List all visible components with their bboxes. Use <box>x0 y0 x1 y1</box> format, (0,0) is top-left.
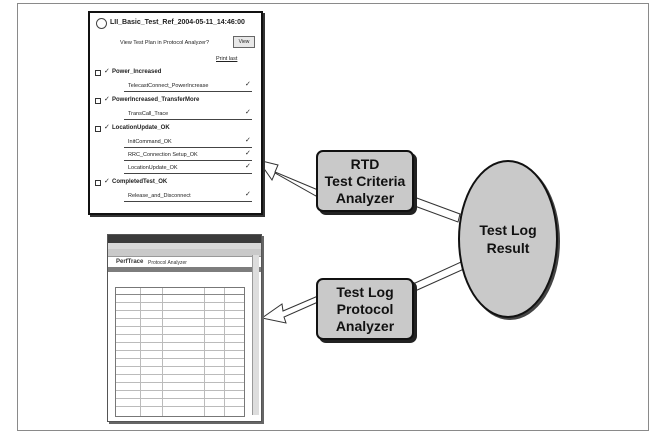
row-divider <box>116 294 244 295</box>
arrow-to-browser <box>260 295 319 324</box>
row-divider <box>116 350 244 351</box>
node-line: Analyzer <box>335 189 395 206</box>
divider <box>124 119 252 120</box>
menu-bar[interactable] <box>108 243 261 249</box>
test-item: InitCommand_OK <box>128 139 172 145</box>
checkbox[interactable] <box>95 126 101 132</box>
group-label: LocationUpdate_OK <box>112 125 170 131</box>
node-line: Result <box>486 240 530 256</box>
check-icon: ✓ <box>245 163 251 170</box>
group-label: PowerIncreased_TransferMore <box>112 97 200 103</box>
test-item: Release_and_Disconnect <box>128 193 191 199</box>
row-divider <box>116 398 244 399</box>
node-line: Protocol <box>336 300 394 317</box>
row-divider <box>116 310 244 311</box>
check-icon: ✓ <box>104 96 110 103</box>
group-label: Power_Increased <box>112 69 162 75</box>
row-divider <box>116 334 244 335</box>
column-divider <box>140 288 141 416</box>
checkbox[interactable] <box>95 70 101 76</box>
row-divider <box>116 374 244 375</box>
row-divider <box>116 366 244 367</box>
panel-title: LII_Basic_Test_Ref_2004-05-11_14:46:00 <box>110 19 245 26</box>
row-divider <box>116 326 244 327</box>
divider <box>124 160 252 161</box>
node-line: Analyzer <box>335 317 395 334</box>
column-divider <box>204 288 205 416</box>
test-item: TransCall_Trace <box>128 111 169 117</box>
check-icon: ✓ <box>245 191 251 198</box>
check-icon: ✓ <box>245 150 251 157</box>
test-criteria-analyzer-node: RTD Test Criteria Analyzer <box>316 150 414 212</box>
connector-protocol-to-result <box>412 261 465 292</box>
check-icon: ✓ <box>104 124 110 131</box>
vertical-scrollbar[interactable] <box>252 255 259 415</box>
check-icon: ✓ <box>104 178 110 185</box>
message-table <box>115 287 245 417</box>
divider <box>124 91 252 92</box>
divider <box>124 201 252 202</box>
row-divider <box>116 342 244 343</box>
row-divider <box>116 302 244 303</box>
app-title: Protocol Analyzer <box>148 260 187 266</box>
nav-bar[interactable] <box>108 267 261 272</box>
view-prompt: View Test Plan in Protocol Analyzer? <box>120 40 210 46</box>
test-item: LocationUpdate_OK <box>128 165 178 171</box>
app-icon <box>96 18 107 29</box>
protocol-analyzer-node: Test Log Protocol Analyzer <box>316 278 414 340</box>
test-log-result-node: Test Log Result <box>458 160 558 318</box>
row-divider <box>116 358 244 359</box>
node-line: Test Log <box>479 222 537 238</box>
group-label: CompletedTest_OK <box>112 179 168 185</box>
column-divider <box>224 288 225 416</box>
divider <box>124 147 252 148</box>
print-link[interactable]: Print last <box>216 56 238 62</box>
divider <box>124 173 252 174</box>
brand-logo: PerfTrace <box>116 259 144 265</box>
connector-criteria-to-result <box>411 196 461 223</box>
view-button[interactable]: View <box>233 36 255 48</box>
criteria-results-panel: LII_Basic_Test_Ref_2004-05-11_14:46:00 V… <box>88 11 263 215</box>
test-item: TelecastConnect_PowerIncrease <box>128 83 209 89</box>
node-line: RTD <box>350 155 380 172</box>
row-divider <box>116 406 244 407</box>
row-divider <box>116 390 244 391</box>
check-icon: ✓ <box>245 137 251 144</box>
node-line: Test Log <box>336 283 394 300</box>
check-icon: ✓ <box>104 68 110 75</box>
node-line: Test Criteria <box>324 172 406 189</box>
window-titlebar <box>108 235 261 243</box>
arrow-to-criteria-panel <box>256 159 319 197</box>
check-icon: ✓ <box>245 109 251 116</box>
test-item: RRC_Connection Setup_OK <box>128 152 198 158</box>
protocol-analyzer-window: PerfTrace Protocol Analyzer <box>107 234 262 422</box>
checkbox[interactable] <box>95 98 101 104</box>
diagram-frame <box>17 3 649 431</box>
row-divider <box>116 318 244 319</box>
checkbox[interactable] <box>95 180 101 186</box>
column-divider <box>162 288 163 416</box>
row-divider <box>116 382 244 383</box>
check-icon: ✓ <box>245 81 251 88</box>
toolbar[interactable] <box>108 249 261 257</box>
